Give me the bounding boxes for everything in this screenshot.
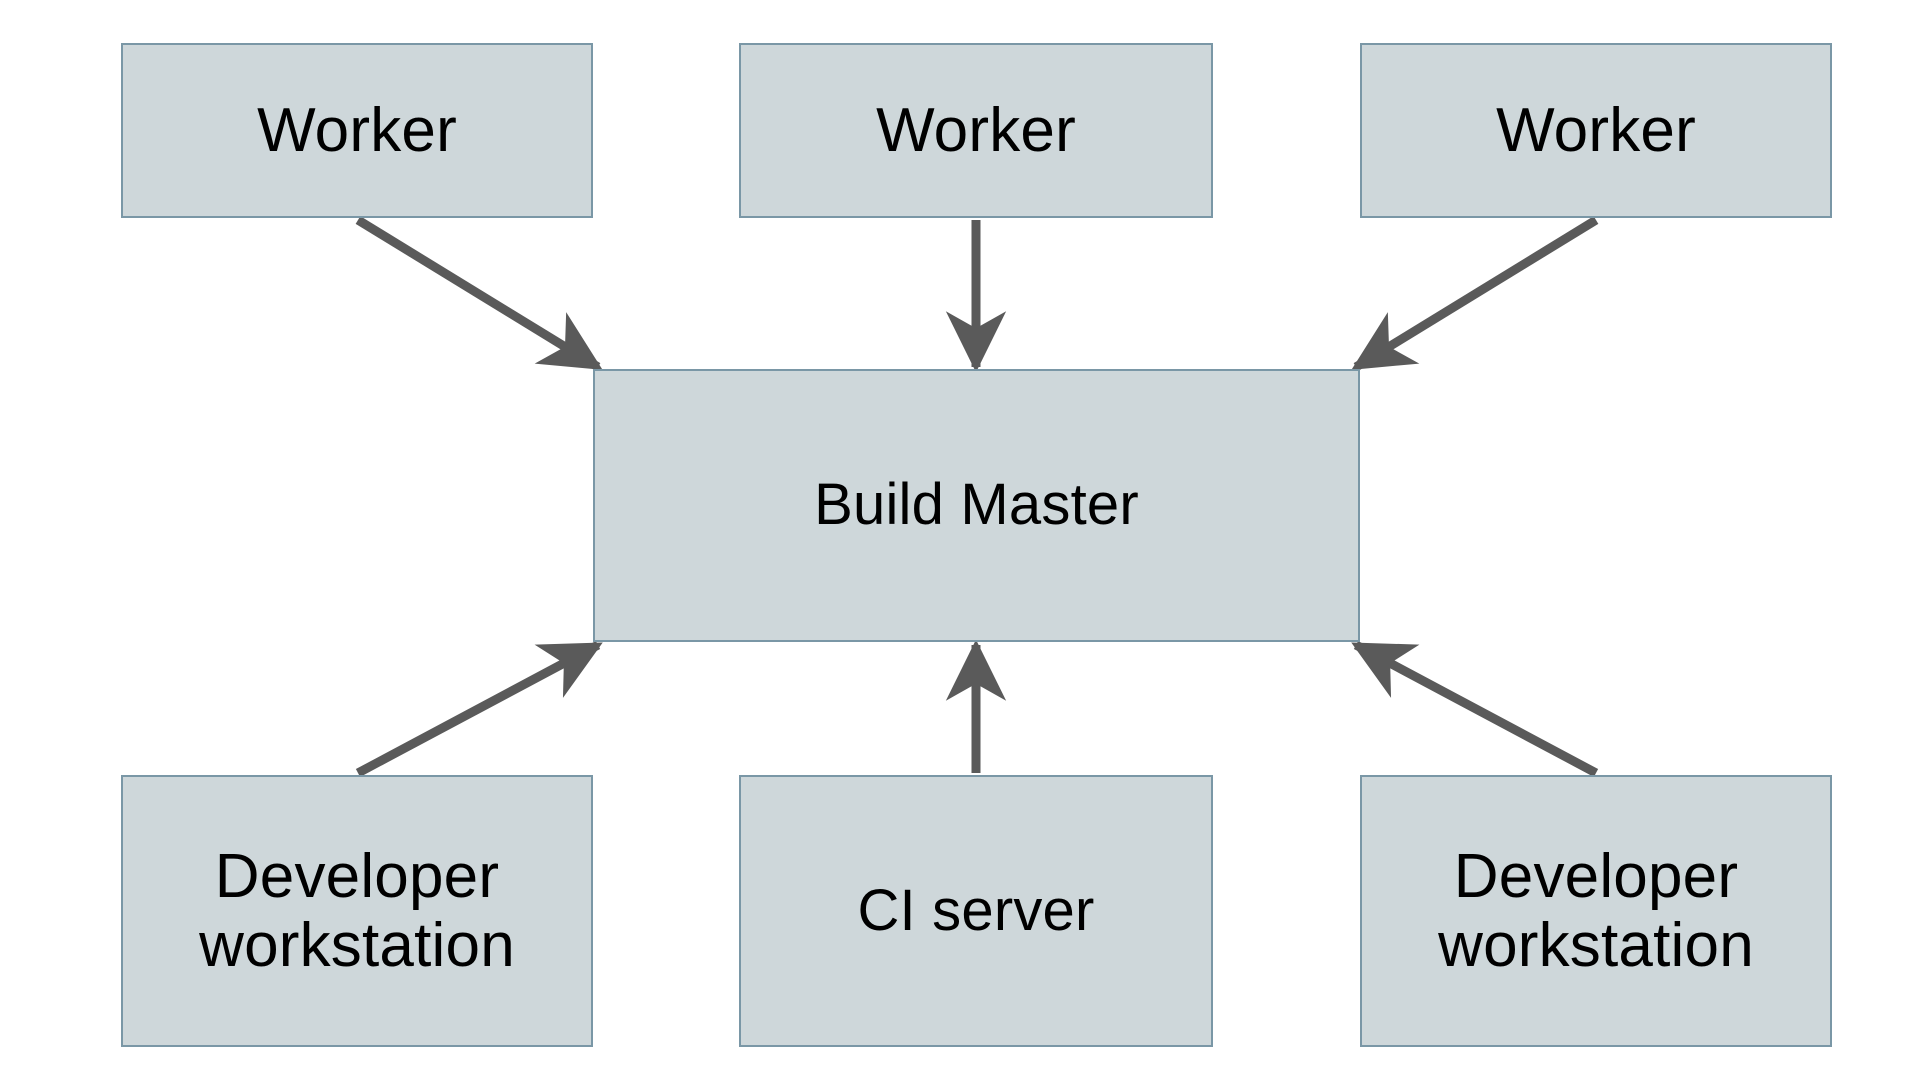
edge-dev2-to-master <box>1351 641 1599 777</box>
node-label-build-master: Build Master <box>814 472 1139 538</box>
edge-dev1-to-master <box>355 641 603 777</box>
node-developer-workstation-2[interactable]: Developer workstation <box>1360 775 1832 1047</box>
edge-worker3-to-master <box>1351 216 1599 371</box>
edge-worker1-to-master <box>355 216 603 371</box>
node-label-ci-server: CI server <box>857 877 1095 943</box>
node-label-worker-1: Worker <box>257 95 457 165</box>
node-label-worker-2: Worker <box>876 95 1076 165</box>
node-label-worker-3: Worker <box>1496 95 1696 165</box>
node-worker-1[interactable]: Worker <box>121 43 593 218</box>
node-build-master[interactable]: Build Master <box>593 369 1360 642</box>
node-label-developer-workstation-1: Developer workstation <box>199 841 515 980</box>
node-label-developer-workstation-2: Developer workstation <box>1438 841 1754 980</box>
node-worker-3[interactable]: Worker <box>1360 43 1832 218</box>
node-worker-2[interactable]: Worker <box>739 43 1213 218</box>
node-ci-server[interactable]: CI server <box>739 775 1213 1047</box>
node-developer-workstation-1[interactable]: Developer workstation <box>121 775 593 1047</box>
